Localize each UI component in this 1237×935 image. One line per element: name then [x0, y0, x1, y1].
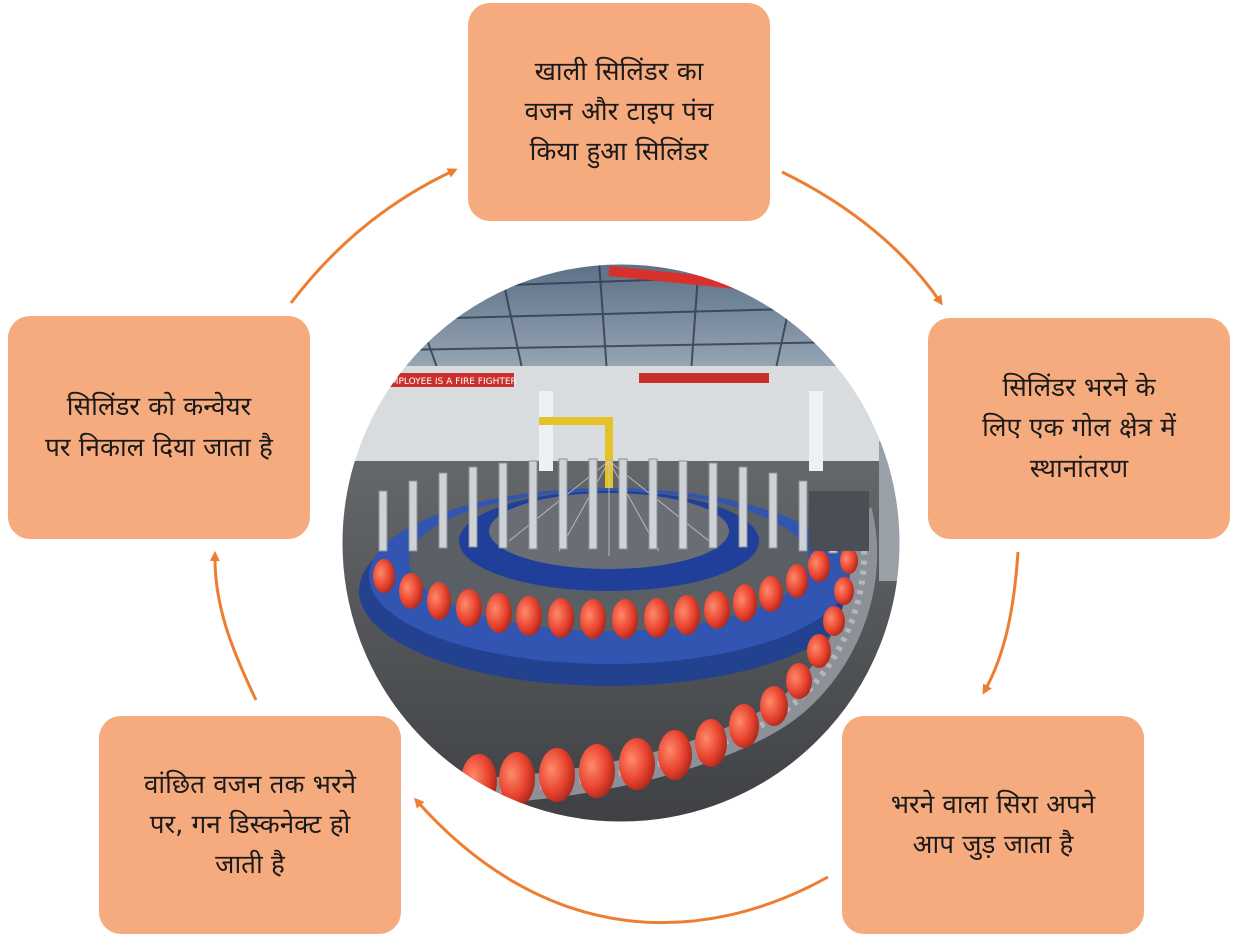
- step-text: वांछित वजन तक भरने पर, गन डिस्कनेक्ट हो …: [143, 769, 357, 881]
- step-box-empty-cylinder-weighing: खाली सिलिंडर का वजन और टाइप पंच किया हुआ…: [468, 3, 770, 221]
- step-box-filling-head-connects: भरने वाला सिरा अपने आप जुड़ जाता है: [842, 716, 1144, 934]
- step-text: सिलिंडर को कन्वेयर पर निकाल दिया जाता है: [45, 392, 273, 463]
- step-text: सिलिंडर भरने के लिए एक गोल क्षेत्र में स…: [982, 373, 1176, 484]
- step-text: भरने वाला सिरा अपने आप जुड़ जाता है: [890, 789, 1096, 860]
- step-box-ejected-to-conveyor: सिलिंडर को कन्वेयर पर निकाल दिया जाता है: [8, 316, 310, 539]
- photo-banner-text: EMPLOYEE IS A FIRE FIGHTER: [385, 377, 517, 387]
- arrow-bottom-left-to-left: [209, 551, 258, 701]
- step-box-gun-disconnects: वांछित वजन तक भरने पर, गन डिस्कनेक्ट हो …: [99, 716, 401, 934]
- step-text: खाली सिलिंडर का वजन और टाइप पंच किया हुआ…: [524, 56, 714, 168]
- arrow-right-to-bottom-right: [982, 551, 1020, 695]
- step-box-transfer-to-carousel: सिलिंडर भरने के लिए एक गोल क्षेत्र में स…: [928, 318, 1230, 539]
- carousel-filling-plant-photo: EMPLOYEE IS A FIRE FIGHTER: [339, 261, 903, 825]
